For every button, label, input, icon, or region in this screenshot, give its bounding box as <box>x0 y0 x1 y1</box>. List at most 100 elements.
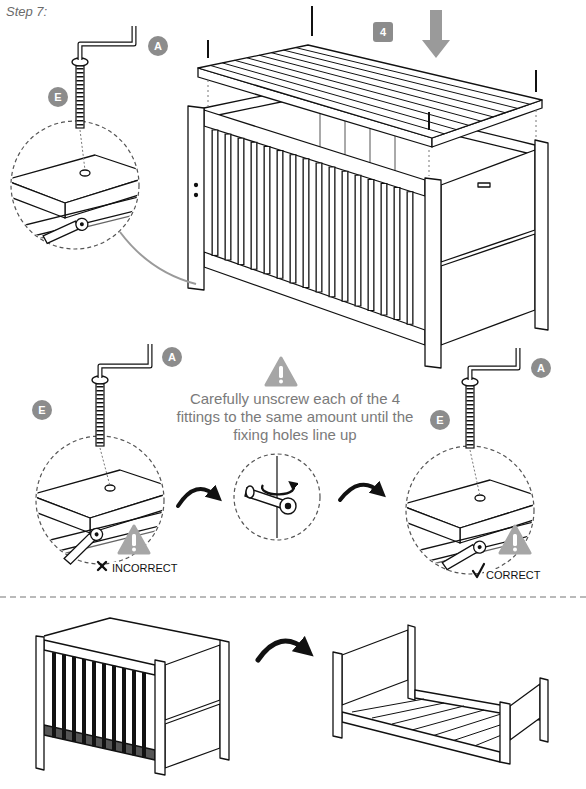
crib-illustration <box>278 151 282 278</box>
crib-illustration <box>195 194 198 197</box>
callout-letter: E <box>38 404 45 417</box>
crib-illustration <box>198 45 542 138</box>
crib-illustration <box>428 112 430 130</box>
crib-illustration <box>225 134 232 261</box>
crib-illustration <box>264 146 271 274</box>
step-number: 4 <box>373 22 393 42</box>
rotation-detail <box>246 486 254 498</box>
toddler-bed-illustration <box>372 703 444 718</box>
correct-detail <box>439 540 488 571</box>
crib-illustration <box>52 652 56 737</box>
crib-illustration <box>207 40 209 58</box>
crib-illustration <box>122 668 126 753</box>
crib-illustration <box>429 150 430 176</box>
crib-illustration <box>536 110 537 140</box>
crib-illustration <box>215 130 410 325</box>
warning-icon <box>266 358 296 385</box>
part-callout: E <box>32 400 52 420</box>
rotation-detail <box>286 504 291 509</box>
rotation-detail <box>262 484 294 494</box>
crib-illustration <box>355 175 362 307</box>
incorrect-detail <box>58 526 108 565</box>
toddler-bed-illustration <box>432 713 504 736</box>
toddler-bed-illustration <box>392 706 464 724</box>
instruction-note: Carefully unscrew each of the 4 fittings… <box>173 390 417 444</box>
fitting-detail <box>120 232 196 284</box>
fitting-detail <box>76 66 84 128</box>
crib-illustration <box>247 58 481 121</box>
incorrect-detail <box>30 436 180 564</box>
incorrect-detail <box>100 344 150 378</box>
crib-illustration <box>317 163 321 291</box>
crib-illustration <box>382 184 386 315</box>
fitting-detail <box>77 68 84 127</box>
crib-illustration <box>259 55 493 117</box>
correct-detail <box>400 348 550 577</box>
crib-illustration <box>132 670 136 755</box>
crib-illustration <box>62 655 66 740</box>
crib-illustration <box>535 70 537 92</box>
toddler-bed-illustration <box>342 630 408 705</box>
toddler-bed-illustration <box>333 652 342 738</box>
toddler-bed-illustration <box>352 699 424 712</box>
crib-illustration <box>290 154 297 283</box>
rotation-detail <box>234 454 320 540</box>
callout-letter: A <box>154 40 162 53</box>
sequence-arrow <box>340 485 380 500</box>
crib-illustration <box>342 171 349 302</box>
part-callout: A <box>531 358 551 378</box>
incorrect-detail <box>97 386 104 445</box>
part-callout: A <box>148 36 168 56</box>
crib-illustration <box>102 664 106 749</box>
crib-illustration <box>368 179 375 311</box>
status-label: INCORRECT <box>110 562 179 575</box>
correct-detail <box>466 386 474 448</box>
crib-illustration <box>239 139 243 264</box>
crib-illustration <box>208 80 209 106</box>
crib-illustration <box>291 155 295 282</box>
correct-detail <box>473 564 484 577</box>
step-title: Step 7: <box>6 4 47 19</box>
crib-illustration <box>188 106 204 290</box>
crib-illustration <box>252 143 256 269</box>
crib-illustration <box>188 6 548 368</box>
crib-illustration <box>311 6 313 36</box>
crib-illustration <box>222 63 456 130</box>
crib-illustration <box>343 172 347 301</box>
crib-illustration <box>44 618 220 640</box>
fitting-detail <box>80 26 134 60</box>
correct-detail <box>470 348 518 380</box>
crib-illustration <box>220 640 229 760</box>
fitting-detail <box>80 26 134 60</box>
crib-illustration <box>422 10 450 58</box>
incorrect-detail <box>96 384 104 446</box>
crib-illustration <box>155 660 165 775</box>
crib-illustration <box>92 661 96 746</box>
callout-letter: A <box>168 351 176 364</box>
part-callout: E <box>430 410 450 430</box>
incorrect-detail <box>119 526 149 553</box>
crib-illustration <box>277 150 284 279</box>
crib-illustration <box>304 159 308 287</box>
incorrect-detail <box>100 448 110 486</box>
crib-illustration <box>316 162 323 292</box>
toddler-bed-illustration <box>412 710 484 730</box>
crib-illustration <box>381 183 388 316</box>
correct-detail <box>470 450 480 496</box>
sequence-arrow <box>178 489 216 506</box>
crib-illustration <box>208 80 536 176</box>
incorrect-detail <box>98 562 106 570</box>
fitting-detail <box>41 218 89 244</box>
crib-illustration <box>356 176 360 306</box>
crib-illustration <box>407 191 414 325</box>
crib-illustration <box>369 180 373 310</box>
crib-illustration <box>425 178 441 368</box>
incorrect-detail <box>100 344 150 378</box>
crib-illustration <box>210 48 530 134</box>
crib-illustration <box>44 640 155 675</box>
crib-illustration <box>213 131 217 255</box>
toddler-bed-illustration <box>540 678 548 742</box>
conversion-arrow <box>258 641 306 660</box>
correct-detail <box>400 446 550 574</box>
rotation-detail <box>280 498 296 514</box>
